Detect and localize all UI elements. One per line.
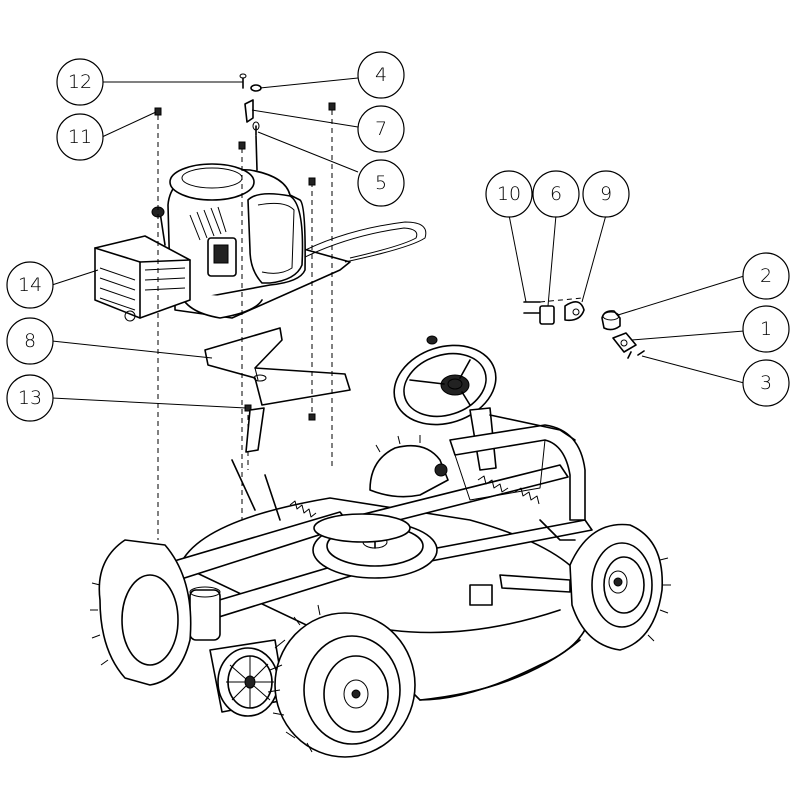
assembly-guide-lines — [154, 102, 336, 560]
callout-2-label: 2 — [760, 265, 772, 287]
leader-lines — [51, 77, 745, 409]
callout-13: 13 — [6, 374, 54, 422]
callout-13-label: 13 — [18, 387, 42, 409]
engine-assembly — [151, 163, 427, 319]
leader-8 — [51, 340, 213, 359]
callout-10: 10 — [485, 170, 533, 218]
callout-8-label: 8 — [24, 330, 36, 352]
callout-4: 4 — [357, 51, 405, 99]
callout-11-label: 11 — [68, 126, 92, 148]
callout-8: 8 — [6, 317, 54, 365]
callout-9-label: 9 — [600, 183, 612, 205]
leader-13 — [51, 397, 247, 409]
leader-9 — [581, 214, 607, 303]
callout-6-label: 6 — [550, 183, 562, 205]
leader-7 — [251, 109, 359, 128]
leader-14 — [51, 269, 99, 286]
callout-9: 9 — [582, 170, 630, 218]
callout-12-label: 12 — [68, 71, 92, 93]
leader-4 — [259, 77, 359, 89]
callout-14-label: 14 — [18, 274, 42, 296]
callout-2: 2 — [742, 252, 790, 300]
heat-shield — [204, 327, 351, 406]
muffler — [94, 235, 191, 322]
leader-5 — [257, 131, 359, 173]
leader-3 — [641, 355, 745, 384]
leader-11 — [101, 111, 157, 138]
callout-4-label: 4 — [375, 64, 387, 86]
callout-11: 11 — [56, 113, 104, 161]
leader-6 — [547, 214, 557, 307]
callout-5-label: 5 — [375, 172, 387, 194]
callout-1: 1 — [742, 305, 790, 353]
callout-7: 7 — [357, 105, 405, 153]
leader-2 — [617, 275, 745, 316]
callout-3-label: 3 — [760, 372, 772, 394]
callout-7-label: 7 — [375, 118, 387, 140]
callout-10-label: 10 — [497, 183, 521, 205]
leader-1 — [631, 330, 745, 341]
knob-parts — [601, 310, 645, 359]
callout-1-label: 1 — [760, 318, 772, 340]
leader-10 — [508, 214, 527, 303]
switch-parts — [523, 297, 585, 325]
callout-3: 3 — [742, 359, 790, 407]
top-fasteners — [239, 73, 262, 171]
callout-12: 12 — [56, 58, 104, 106]
mower-chassis — [90, 335, 671, 758]
callout-14: 14 — [6, 261, 54, 309]
callout-6: 6 — [532, 170, 580, 218]
callout-5: 5 — [357, 159, 405, 207]
